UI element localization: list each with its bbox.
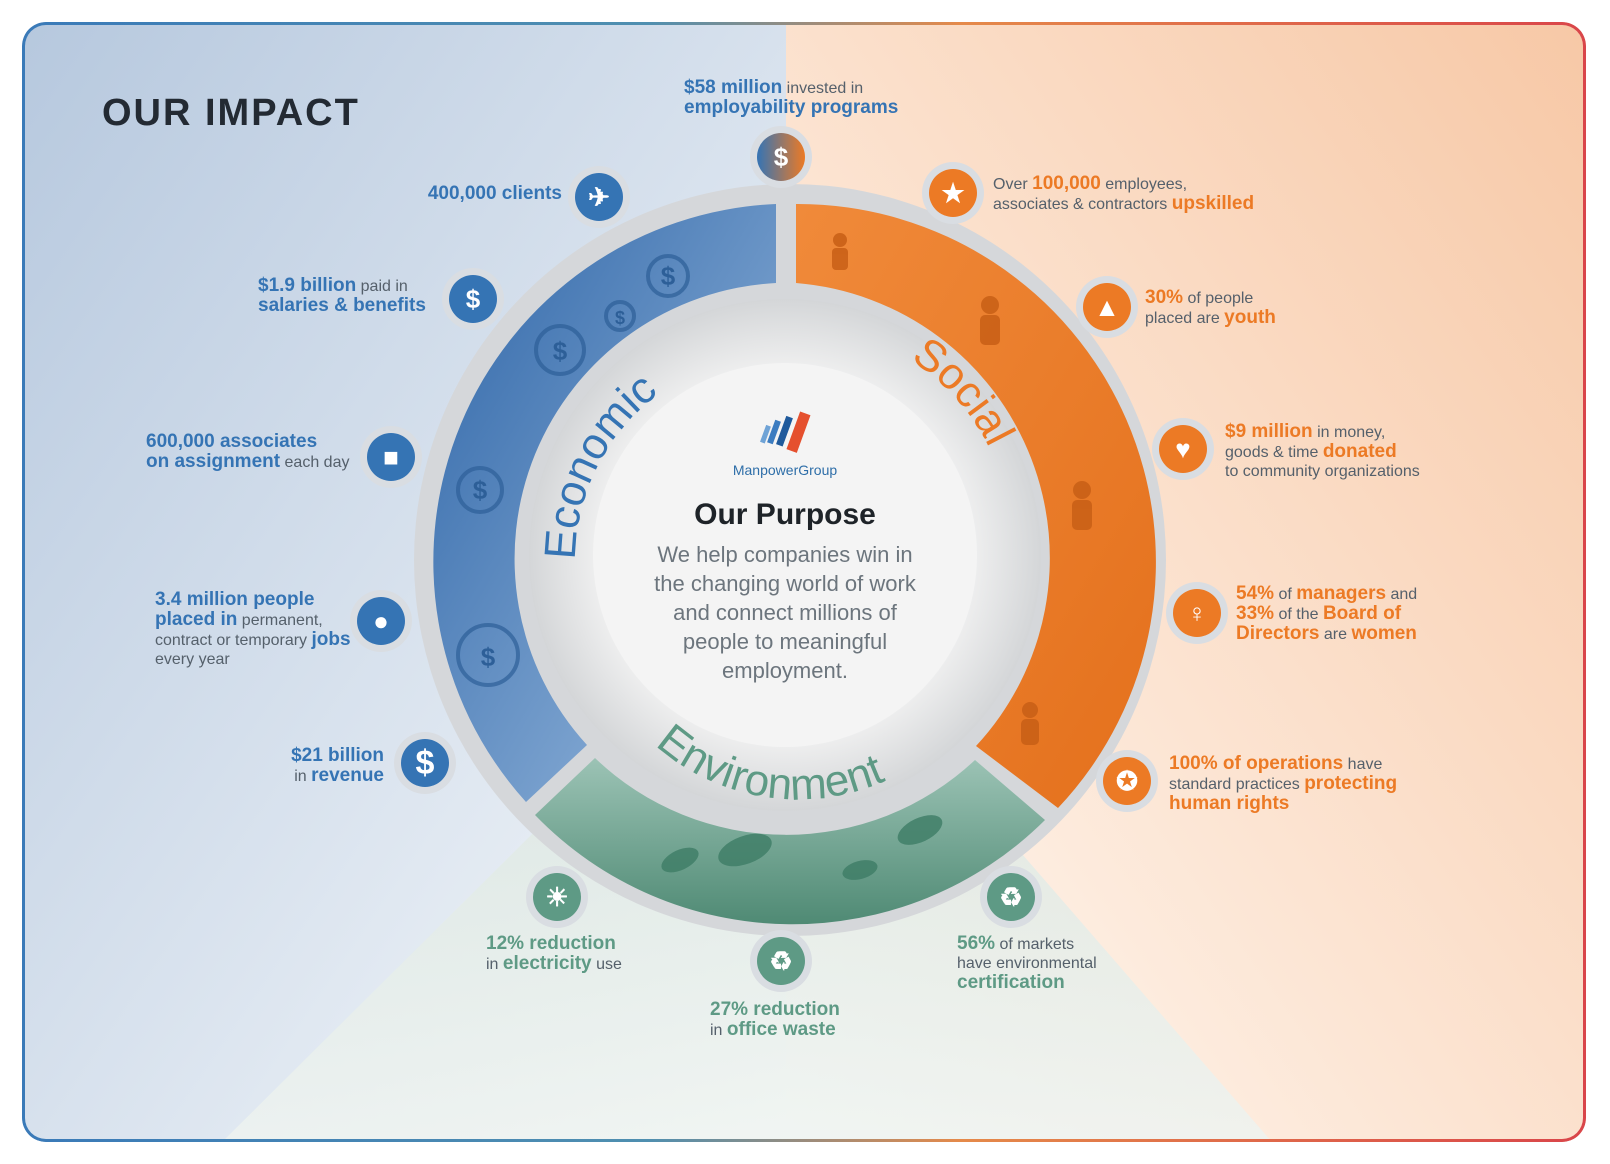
brand-name: ManpowerGroup [732,462,838,478]
social-segment [796,203,1156,809]
heart-icon: ♥ [1152,418,1214,480]
svg-text:$: $ [615,308,625,328]
stat-employability: $58 million invested in employability pr… [684,77,899,118]
center-disc [593,363,977,747]
handshake-icon: ✈ [568,166,630,228]
stat-electricity: 12% reduction in electricity use [486,933,622,974]
funding-icon: $ [750,126,812,188]
purpose-heading: Our Purpose [694,498,876,531]
stat-donated: $9 million in money, goods & time donate… [1225,421,1420,480]
stat-waste: 27% reduction in office waste [710,999,840,1040]
people-icons [832,233,1092,745]
workers-icon: ■ [360,426,422,488]
stat-markets: 56% of markets have environmental certif… [957,933,1097,993]
svg-text:$: $ [553,336,568,366]
stat-clients: 400,000 clients [427,183,562,204]
people-group-icon: ● [350,590,412,652]
stat-rights: 100% of operations have standard practic… [1169,753,1398,814]
recycle-icon: ♻ [980,866,1042,928]
purpose-text: We help companies win in the changing wo… [654,542,916,683]
environment-segment [535,758,1045,925]
graduate-icon: ★ [922,162,984,224]
page-title: OUR IMPACT [102,92,360,134]
dollar-symbols: $ $ $ $ $ [473,261,676,672]
dollar-cycle-icons [456,254,690,687]
woman-icon: ♀ [1166,582,1228,644]
stat-upskilled: Over 100,000 employees, associates & con… [993,173,1255,214]
hands-icon: ✪ [1096,750,1158,812]
stat-revenue: $21 billion in revenue [291,745,384,786]
recycle-bin-icon: ♻ [750,930,812,992]
svg-text:$: $ [473,475,488,505]
stat-salaries: $1.9 billion paid in salaries & benefits [258,275,426,316]
dollar-icon: $ [394,732,456,794]
dollar-icon: $ [442,268,504,330]
svg-text:$: $ [481,642,496,672]
svg-text:$: $ [661,261,676,291]
leaf-icons [661,815,943,880]
stat-associates: 600,000 associates on assignment each da… [146,431,350,472]
stat-youth: 30% of people placed are youth [1145,287,1276,328]
stat-placed: 3.4 million people placed in permanent, … [155,589,351,668]
stat-women: 54% of managers and 33% of the Board of … [1236,583,1418,644]
lightbulb-icon: ☀ [526,866,588,928]
manpowergroup-logo [760,411,811,453]
youth-icon: ▲ [1076,276,1138,338]
